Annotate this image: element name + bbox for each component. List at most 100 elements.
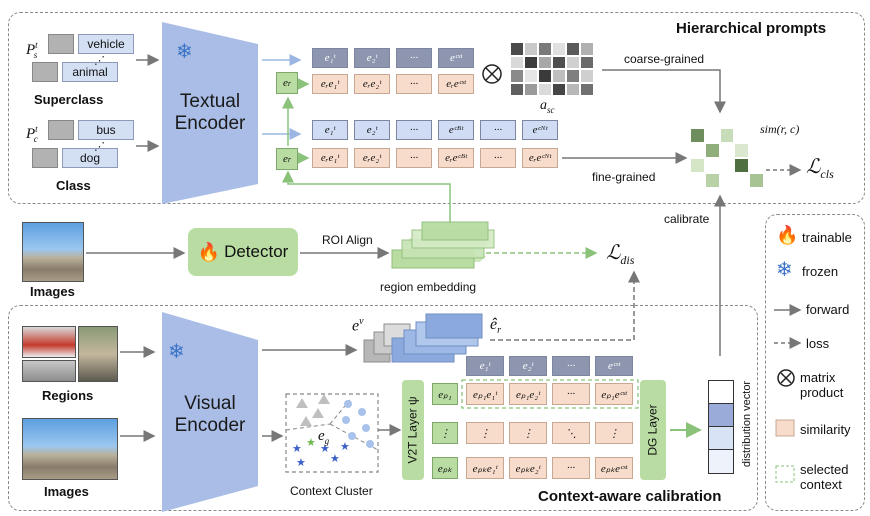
- heatmap-cell: [552, 42, 566, 56]
- ep-dots-box: ⋮: [432, 422, 458, 444]
- heatmap-cell: [719, 128, 735, 143]
- heatmap-cell: [580, 55, 594, 69]
- svg-text:★: ★: [296, 457, 306, 469]
- legend-similarity-swatch: [775, 419, 795, 437]
- legend-frozen: frozen: [802, 264, 839, 279]
- heatmap-cell: [552, 69, 566, 83]
- heatmap-cell: [580, 42, 594, 56]
- region-crop-3: [22, 360, 76, 382]
- heatmap-cell: [690, 158, 705, 173]
- heatmap-cell: [690, 173, 705, 188]
- er-hat-label: êr: [490, 316, 502, 337]
- textual-encoder: Textual Encoder: [174, 91, 246, 134]
- token-cell: eᶜˢᵗ: [438, 48, 474, 68]
- legend-selected-context: selected context: [800, 462, 849, 492]
- heatmap-cell: [734, 128, 750, 143]
- coarse-grained-arrow: [602, 69, 726, 114]
- token-cell: eᵣe₁ᵗ: [312, 148, 348, 168]
- legend-forward: forward: [806, 302, 850, 317]
- legend-selected-context-swatch: [775, 465, 795, 483]
- token-cell: eᵣe₂ᵗ: [354, 148, 390, 168]
- cls-loss-label: ℒcls: [806, 156, 834, 181]
- coarse-grained-label: coarse-grained: [624, 52, 705, 66]
- token-cell: ⋮: [509, 422, 547, 444]
- region-crop-2: [78, 326, 118, 382]
- context-cluster-box: [285, 393, 379, 473]
- superclass-prompt-token-2: [32, 62, 58, 82]
- visual-encoder-frozen-icon: ❄: [168, 341, 185, 363]
- token-cell: eᵣe₂ᵗ: [354, 74, 390, 94]
- token-cell: eₚₖe₂ᵗ: [509, 457, 547, 479]
- hierarchical-prompts-title: Hierarchical prompts: [676, 20, 827, 37]
- hierarchical-prompts-panel: [8, 12, 865, 204]
- token-cell: e₁ᵗ: [312, 48, 348, 68]
- heatmap-cell: [734, 143, 750, 158]
- heatmap-cell: [580, 69, 594, 83]
- token-cell: ···: [552, 457, 590, 479]
- roi-align-label: ROI Align: [322, 233, 373, 247]
- v2t-layer: V2T Layer ψ: [402, 380, 424, 480]
- heatmap-cell: [538, 42, 552, 56]
- superclass-label: Superclass: [34, 92, 104, 107]
- token-cell: ···: [552, 383, 590, 405]
- heatmap-cell: [734, 158, 750, 173]
- heatmap-cell: [719, 158, 735, 173]
- ev-label: ev: [352, 316, 364, 335]
- token-cell: eₚ₁eᶜˢᵗ: [595, 383, 633, 405]
- svg-text:★: ★: [340, 441, 350, 453]
- region-embedding-stack: [391, 221, 495, 269]
- token-cell: ···: [396, 48, 432, 68]
- token-cell: ···: [396, 74, 432, 94]
- eg-label: eg: [318, 428, 330, 446]
- regions-label: Regions: [42, 388, 94, 403]
- heatmap-cell: [580, 82, 594, 96]
- textual-encoder-frozen-icon: ❄: [176, 41, 193, 63]
- token-cell: eₚₖeᶜˢᵗ: [595, 457, 633, 479]
- legend-panel: [765, 214, 865, 511]
- class-dog-box: dog: [62, 148, 118, 168]
- heatmap-cell: [566, 42, 580, 56]
- detector-box: 🔥 Detector: [188, 228, 298, 276]
- class-bus-box: bus: [78, 120, 134, 140]
- heatmap-cell: [749, 143, 764, 158]
- heatmap-cell: [749, 128, 764, 143]
- legend-loss: loss: [806, 336, 830, 351]
- heatmap-cell: [749, 173, 764, 188]
- visual-encoder: Visual Encoder: [174, 393, 246, 436]
- token-cell: eᶜᴮᵗ: [438, 120, 474, 140]
- heatmap-cell: [552, 55, 566, 69]
- heatmap-cell: [510, 42, 524, 56]
- token-cell: e₂ᵗ: [354, 120, 390, 140]
- detector-label: Detector: [224, 242, 289, 261]
- superclass-animal-box: animal: [62, 62, 118, 82]
- token-cell: eᵣeᶜˢᵗ: [438, 74, 474, 94]
- asc-label: asc: [540, 98, 555, 115]
- class-prompt-token-2: [32, 148, 58, 168]
- context-aware-calibration-title: Context-aware calibration: [538, 488, 722, 505]
- visual-encoder-shape: [162, 312, 258, 512]
- heatmap-cell: [510, 82, 524, 96]
- region-embedding-to-er-arrow: [282, 170, 451, 226]
- calibrate-label: calibrate: [664, 212, 710, 226]
- legend-similarity: similarity: [800, 422, 851, 437]
- token-cell: ···: [480, 120, 516, 140]
- heatmap-cell: [734, 173, 750, 188]
- class-prompt-symbol: Ptc: [26, 124, 38, 144]
- images-label-middle: Images: [30, 284, 75, 299]
- heatmap-cell: [719, 143, 735, 158]
- superclass-vehicle-box: vehicle: [78, 34, 134, 54]
- heatmap-cell: [538, 82, 552, 96]
- heatmap-cell: [524, 82, 538, 96]
- dg-layer: DG Layer: [640, 380, 666, 480]
- token-cell: e₂ᵗ: [509, 356, 547, 376]
- svg-text:⋰: ⋰: [94, 141, 105, 153]
- heatmap-cell: [704, 143, 720, 158]
- heatmap-cell: [704, 128, 720, 143]
- token-cell: eᶜᴺᵗ: [522, 120, 558, 140]
- token-cell: eᵣeᶜᴺᵗ: [522, 148, 558, 168]
- heatmap-cell: [690, 143, 705, 158]
- svg-text:⋰: ⋰: [94, 55, 105, 67]
- heatmap-cell: [749, 158, 764, 173]
